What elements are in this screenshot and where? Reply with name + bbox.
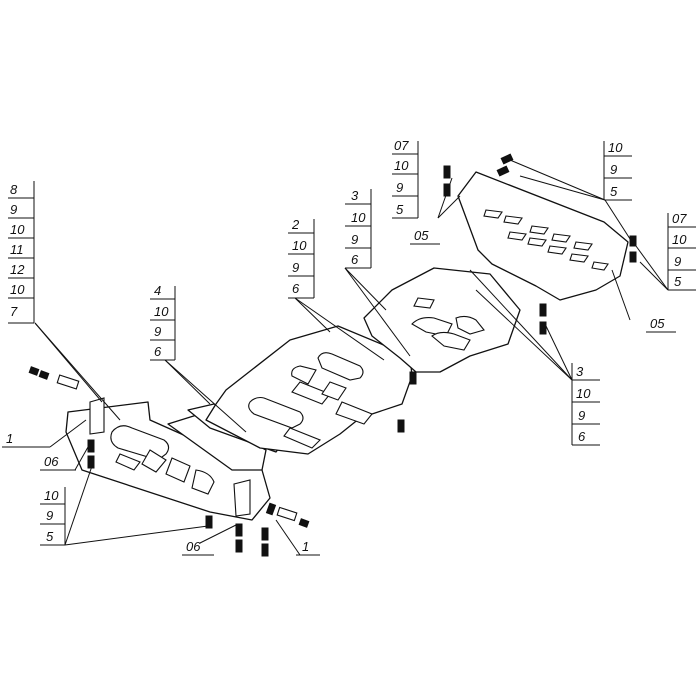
callout-2-10-9-6: 2 10 9 6 (288, 217, 315, 299)
callout-label: 7 (10, 304, 18, 319)
callout-label: 07 (394, 138, 409, 153)
callout-07-10-9-5-right: 07 10 9 5 (667, 211, 696, 291)
part-label: 06 (186, 539, 201, 554)
callout-label: 10 (292, 238, 307, 253)
single-label-06-bottom: 06 (182, 539, 214, 556)
part-label: 1 (302, 539, 309, 554)
callout-label: 12 (10, 262, 25, 277)
part-label: 1 (6, 431, 13, 446)
callout-label: 9 (610, 162, 617, 177)
part-label: 05 (650, 316, 665, 331)
single-label-05-top: 05 (410, 228, 440, 245)
callout-label: 6 (154, 344, 162, 359)
callout-label: 5 (46, 529, 54, 544)
callout-10-9-5-top-right: 10 9 5 (603, 140, 632, 201)
callout-3-10-9-6-right: 3 10 9 6 (571, 363, 600, 446)
callout-label: 5 (610, 184, 618, 199)
callout-label: 10 (576, 386, 591, 401)
callout-label: 11 (10, 242, 24, 257)
callout-label: 07 (672, 211, 687, 226)
callout-label: 3 (351, 188, 359, 203)
single-label-1-left: 1 (2, 431, 50, 448)
callout-label: 9 (10, 202, 17, 217)
callout-label: 5 (396, 202, 404, 217)
callout-label: 3 (576, 364, 584, 379)
callout-label: 6 (292, 281, 300, 296)
callout-3-10-9-6-upper: 3 10 9 6 (345, 188, 372, 269)
callout-8-9-10-11-12-10-7: 8 9 10 11 12 10 7 (8, 181, 35, 324)
callout-label: 9 (578, 408, 585, 423)
single-label-1-bottom: 1 (296, 539, 320, 556)
callout-label: 6 (578, 429, 586, 444)
part-label: 06 (44, 454, 59, 469)
callout-label: 9 (351, 232, 358, 247)
plate-engine (205, 325, 413, 455)
callout-label: 9 (154, 324, 161, 339)
leader-lines (34, 159, 669, 556)
callout-label: 10 (394, 158, 409, 173)
callout-label: 10 (10, 282, 25, 297)
plate-front (65, 397, 271, 521)
callout-label: 2 (291, 217, 300, 232)
callout-label: 10 (672, 232, 687, 247)
plate-transfer-case (457, 171, 629, 301)
callout-4-10-9-6: 4 10 9 6 (150, 283, 176, 361)
single-label-06-left: 06 (40, 454, 76, 471)
callout-label: 4 (154, 283, 161, 298)
callout-label: 10 (44, 488, 59, 503)
callout-label: 10 (351, 210, 366, 225)
callout-label: 10 (10, 222, 25, 237)
callout-label: 10 (608, 140, 623, 155)
callout-07-10-9-5-top: 07 10 9 5 (392, 138, 419, 219)
callout-label: 9 (674, 254, 681, 269)
callout-label: 10 (154, 304, 169, 319)
part-label: 05 (414, 228, 429, 243)
callout-10-9-5-bottom-left: 10 9 5 (40, 487, 66, 546)
callout-label: 5 (674, 274, 682, 289)
callout-label: 8 (10, 182, 18, 197)
callout-label: 9 (292, 260, 299, 275)
callout-label: 6 (351, 252, 359, 267)
callout-label: 9 (396, 180, 403, 195)
callout-label: 9 (46, 508, 53, 523)
single-label-05-right: 05 (646, 316, 676, 333)
